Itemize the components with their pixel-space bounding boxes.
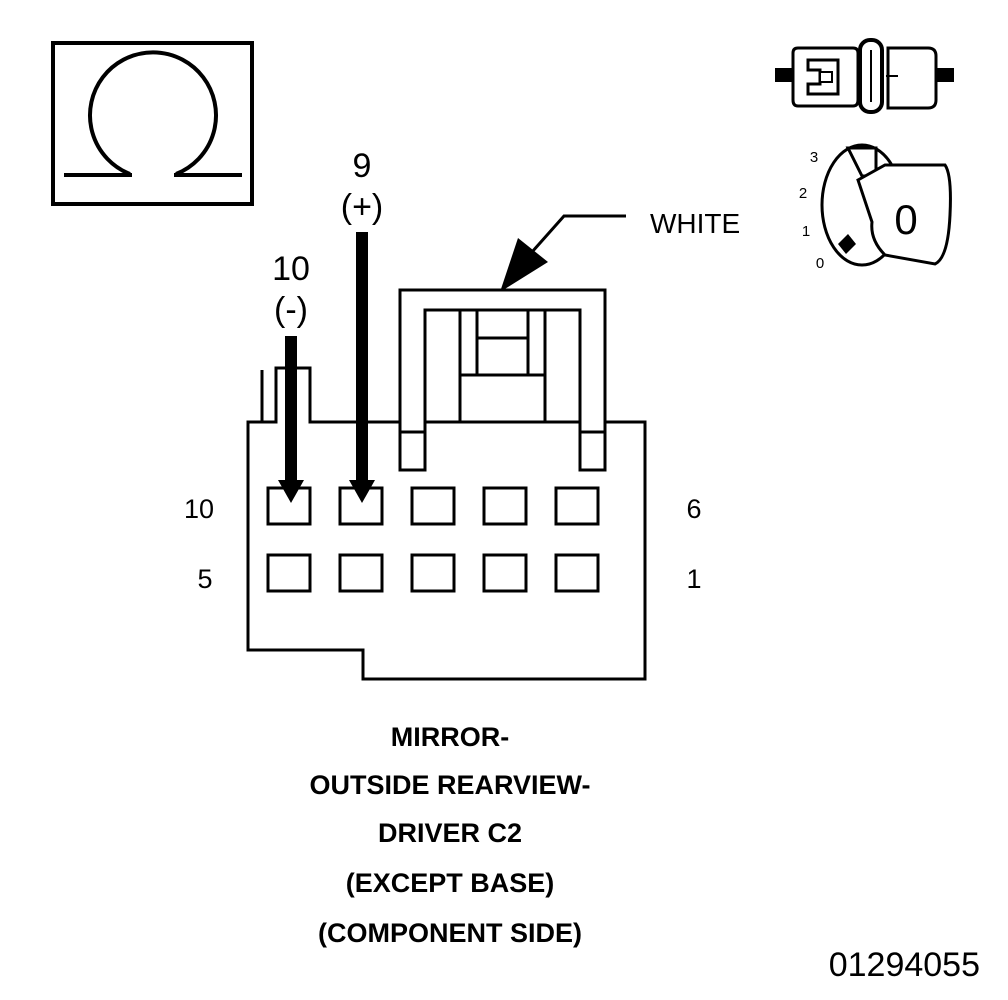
pin-label-bottom-right: 1 xyxy=(686,564,701,594)
connector-latch xyxy=(398,288,607,472)
cavity-6 xyxy=(554,486,600,526)
caption-line-5: (COMPONENT SIDE) xyxy=(317,918,582,948)
pin-label-top-left: 10 xyxy=(184,494,214,524)
ignition-position-1: 1 xyxy=(802,223,810,240)
connector-color-label: WHITE xyxy=(650,208,740,239)
ignition-position-0: 0 xyxy=(816,255,824,272)
caption-line-1: MIRROR- xyxy=(390,722,510,752)
caption-line-3: DRIVER C2 xyxy=(377,818,523,848)
ignition-key-icon: 3 2 1 0 0 xyxy=(799,143,952,272)
cavity-8 xyxy=(410,486,456,526)
probe-positive-pin-label: 9 xyxy=(353,147,372,185)
negative-probe-arrow xyxy=(278,336,304,503)
ignition-key-label: 0 xyxy=(894,196,917,243)
color-callout-leader xyxy=(500,214,626,292)
caption-line-2: OUTSIDE REARVIEW- xyxy=(309,770,591,800)
figure-number: 01294055 xyxy=(828,946,980,984)
cavity-2 xyxy=(482,553,528,593)
cavity-4 xyxy=(338,553,384,593)
pin-label-top-right: 6 xyxy=(686,494,701,524)
probe-negative-polarity-label: (-) xyxy=(274,291,308,329)
ohmmeter-symbol-icon xyxy=(51,41,254,206)
caption-line-4: (EXCEPT BASE) xyxy=(345,868,555,898)
terminal-cavities xyxy=(266,486,600,593)
probe-positive-polarity-label: (+) xyxy=(341,188,384,226)
disconnected-connector-icon xyxy=(775,38,954,114)
pin-label-bottom-left: 5 xyxy=(197,564,212,594)
probe-negative-pin-label: 10 xyxy=(272,250,310,288)
cavity-3 xyxy=(410,553,456,593)
cavity-5 xyxy=(266,553,312,593)
cavity-1 xyxy=(554,553,600,593)
cavity-7 xyxy=(482,486,528,526)
ignition-position-3: 3 xyxy=(810,149,818,166)
positive-probe-arrow xyxy=(349,232,375,503)
ignition-position-2: 2 xyxy=(799,185,807,202)
